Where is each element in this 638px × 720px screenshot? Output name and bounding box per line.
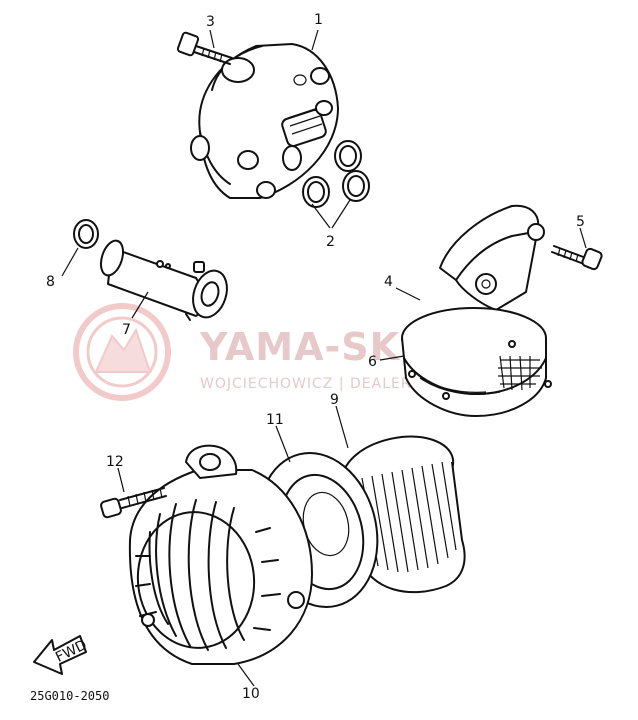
part-12-bolt [100,487,167,519]
part-3-bolt [176,31,233,65]
callout-2: 2 [326,234,335,250]
fwd-arrow: FWD [33,635,89,675]
callout-4: 4 [384,274,393,290]
callout-5: 5 [576,214,585,230]
part-6-screen [498,355,542,391]
part-7-shaft [99,239,228,321]
callout-7: 7 [122,322,131,338]
callout-10: 10 [242,686,260,702]
part-2-o-rings [302,140,370,208]
part-10-filter-cover [128,444,313,665]
leader-lines [61,29,587,687]
part-code: 25G010-2050 [30,689,109,703]
callout-9: 9 [330,392,339,408]
callout-12: 12 [106,454,124,470]
callout-1: 1 [314,12,323,28]
callout-8: 8 [46,274,55,290]
callout-6: 6 [368,354,377,370]
callout-11: 11 [266,412,284,428]
part-5-bolt [551,245,603,271]
part-1-oil-pump [190,43,339,199]
part-8-washer [73,219,99,249]
callouts: 1 2 3 4 5 6 7 8 9 10 11 12 [46,12,585,702]
callout-3: 3 [206,14,215,30]
watermark-logo [73,303,171,401]
part-4-strainer [401,204,552,417]
